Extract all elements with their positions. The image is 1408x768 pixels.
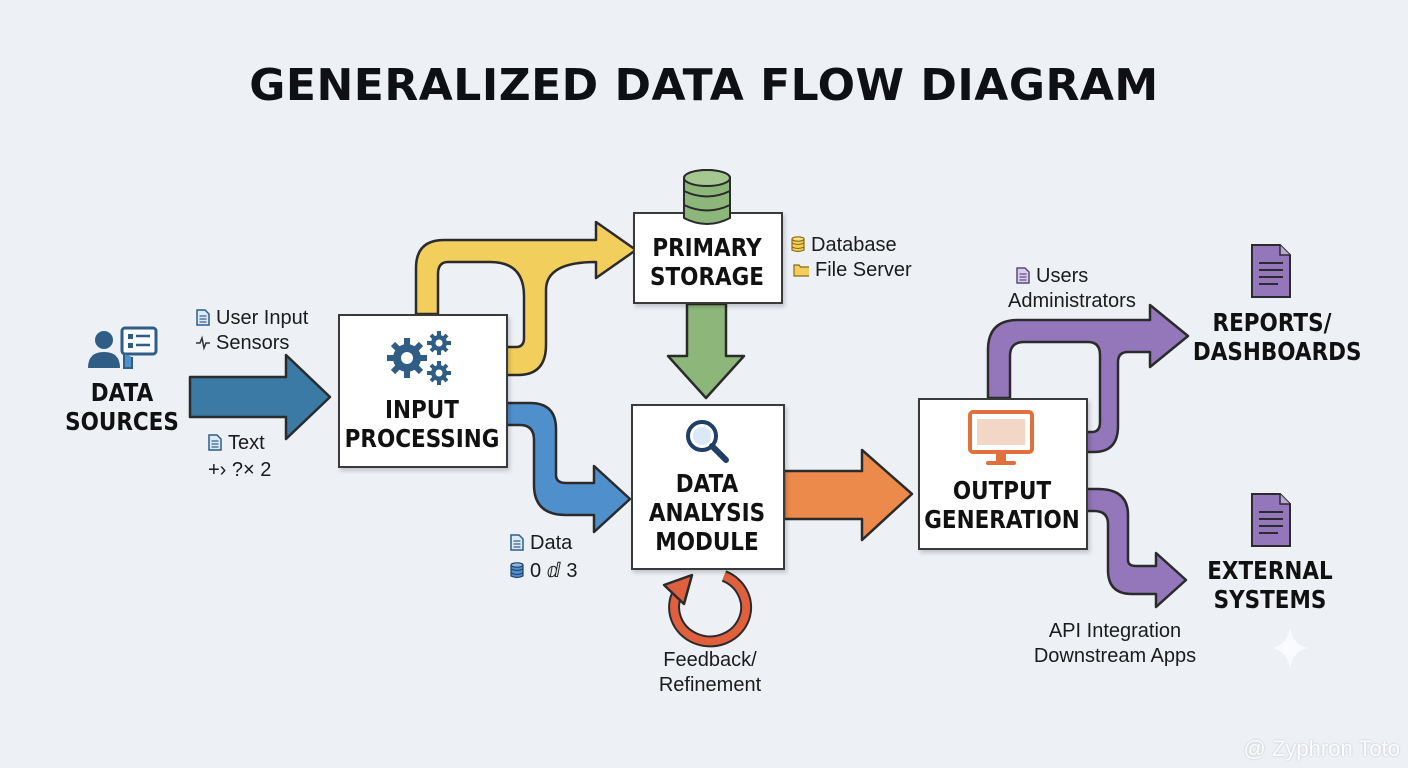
- label-text-text: Text: [228, 432, 265, 454]
- label-data-code: 0 ⅆ 3: [510, 559, 578, 584]
- label-file-server: File Server: [791, 258, 912, 283]
- label-users-text: Users: [1036, 265, 1089, 287]
- arrow-output-to-external: [1084, 487, 1188, 609]
- arrow-input-to-storage: [414, 220, 638, 377]
- node-primary-storage: PRIMARY STORAGE: [650, 233, 764, 291]
- user-dashboard-icon: [88, 326, 158, 369]
- label-user-input: User Input: [196, 306, 308, 331]
- sparkle-icon: [1272, 628, 1308, 668]
- arrow-storage-to-analysis: [666, 302, 746, 400]
- document-icon: [510, 534, 524, 551]
- primary-storage-box: [633, 212, 783, 304]
- label-symbols: +› ?× 2: [208, 459, 272, 481]
- label-users: Users: [1016, 264, 1088, 289]
- arrow-sources-to-input: [188, 353, 332, 441]
- label-file-server-text: File Server: [815, 259, 912, 281]
- node-data-sources: DATA SOURCES: [65, 378, 179, 436]
- label-sensors-text: Sensors: [216, 332, 290, 354]
- label-data-text: Data: [530, 532, 573, 554]
- label-user-input-text: User Input: [216, 307, 309, 329]
- document-icon: [1251, 493, 1291, 547]
- document-icon: [196, 309, 210, 326]
- pulse-icon: [196, 335, 210, 351]
- arrow-output-to-reports: [986, 303, 1190, 454]
- label-database-text: Database: [811, 234, 897, 256]
- label-text: Text: [208, 431, 265, 456]
- database-icon: [510, 562, 524, 579]
- label-administrators: Administrators: [1008, 290, 1136, 312]
- document-icon: [1251, 244, 1291, 298]
- watermark: @ Zyphron Toto: [1243, 736, 1400, 761]
- label-database: Database: [791, 233, 897, 258]
- node-reports-dashboards: REPORTS/ DASHBOARDS: [1192, 308, 1362, 366]
- arrow-input-to-analysis: [504, 401, 632, 534]
- label-feedback: Feedback/ Refinement: [658, 649, 762, 696]
- node-output-generation: OUTPUT GENERATION: [924, 476, 1080, 534]
- input-processing-box: [338, 314, 508, 468]
- folder-icon: [793, 264, 809, 277]
- node-external-systems: EXTERNAL SYSTEMS: [1207, 556, 1333, 614]
- document-icon: [208, 434, 222, 451]
- label-data-code-text: 0 ⅆ 3: [530, 560, 578, 582]
- arrow-analysis-to-output: [782, 448, 914, 542]
- node-data-analysis: DATA ANALYSIS MODULE: [648, 469, 766, 556]
- label-sensors: Sensors: [196, 331, 289, 356]
- page-title: GENERALIZED DATA FLOW DIAGRAM: [249, 60, 1159, 111]
- label-data: Data: [510, 531, 572, 556]
- database-icon: [791, 236, 805, 253]
- node-input-processing: INPUT PROCESSING: [344, 395, 500, 453]
- label-api-integration: API Integration Downstream Apps: [1033, 620, 1197, 667]
- document-icon: [1016, 267, 1030, 284]
- feedback-arrowhead: [662, 573, 694, 606]
